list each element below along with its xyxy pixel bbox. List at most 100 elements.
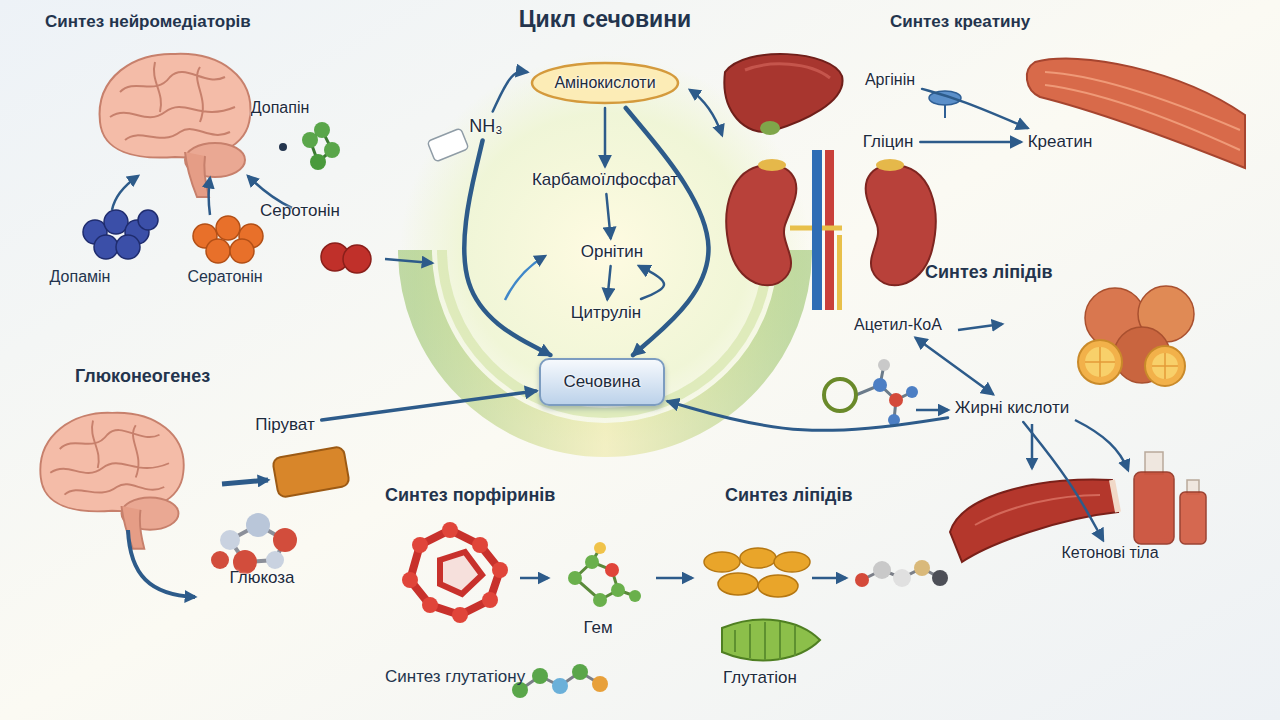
lipid-molecule — [888, 414, 900, 426]
serotonin-molecule — [193, 216, 263, 263]
bottle-illustration — [1145, 452, 1163, 474]
flow-arrow — [639, 266, 664, 299]
node-text: Глюкоза — [229, 568, 294, 588]
kidney-illustration — [790, 226, 842, 231]
section-heading: Синтез глутатіону — [385, 667, 525, 687]
lipid-droplets — [740, 548, 776, 568]
section-heading: Синтез креатину — [890, 12, 1030, 32]
metabolite-label: Глутатіон — [719, 667, 801, 689]
lipid-molecule — [878, 359, 890, 371]
heme-molecule — [594, 542, 606, 554]
node-text: NH₃ — [469, 116, 502, 137]
brain-illustration — [110, 62, 235, 140]
serotonin-molecule — [230, 239, 254, 263]
glucose-molecule — [273, 528, 297, 552]
porphyrin-molecule — [412, 537, 428, 553]
node-text: Цитрулін — [571, 303, 641, 323]
node-text: Глутатіон — [723, 668, 797, 688]
pyruvate-icon — [272, 446, 350, 498]
fruit-illustration — [1078, 286, 1194, 386]
node-text: Амінокислоти — [554, 74, 655, 92]
lipid-molecule — [906, 386, 918, 398]
kidney-illustration — [837, 235, 842, 310]
flow-arrow — [958, 324, 1002, 330]
enzyme-icon — [929, 91, 961, 105]
flow-arrow — [607, 266, 610, 299]
heme-molecule — [593, 593, 607, 607]
porphyrin-molecule — [402, 572, 418, 588]
node-text: Серотонін — [260, 201, 340, 221]
metabolite-label: Гліцин — [859, 131, 918, 153]
flow-arrow — [916, 338, 993, 394]
heme-molecule — [585, 555, 599, 569]
node-text: Кетонові тіла — [1061, 544, 1158, 562]
flow-arrow — [322, 391, 536, 420]
dopamine-icon — [314, 122, 330, 138]
brain-illustration — [50, 421, 169, 495]
dopamine-icon — [279, 143, 287, 151]
flow-arrow — [520, 577, 548, 580]
flow-arrow — [922, 89, 1027, 128]
flow-arrow — [812, 577, 846, 580]
heme-molecule — [629, 590, 641, 602]
heme-molecule — [605, 563, 619, 577]
flow-arrow — [920, 141, 1020, 144]
porphyrin-molecule — [402, 522, 508, 623]
flow-arrow — [112, 176, 138, 210]
glucose-molecule — [211, 551, 229, 569]
lipid-molecule — [873, 378, 887, 392]
metabolite-label: Піруват — [251, 414, 318, 436]
serotonin-icon — [343, 245, 371, 273]
flow-arrow — [128, 530, 195, 597]
metabolite-label: Карбамоїлфосфат — [528, 169, 682, 191]
flow-arrow — [464, 141, 550, 356]
porphyrin-molecule — [440, 552, 482, 594]
lipid-droplets — [718, 573, 758, 595]
metabolite-label: Кетонові тіла — [1057, 543, 1162, 563]
muscle-illustration — [1027, 59, 1245, 168]
oval-outline — [532, 63, 678, 103]
section-heading: Синтез ліпідів — [925, 262, 1053, 283]
glutathione-molecule — [592, 676, 608, 692]
glucose-molecule — [246, 513, 270, 537]
dopamine-molecule — [138, 210, 158, 230]
liver-illustration — [724, 54, 842, 132]
node-text: Ацетил-КоА — [854, 316, 942, 334]
kidney-illustration — [876, 159, 904, 171]
bottle-illustration — [1134, 472, 1174, 544]
heme-molecule — [611, 583, 625, 597]
lipid-molecule — [889, 393, 903, 407]
flow-arrow — [1031, 424, 1034, 468]
ball-stick-molecule — [893, 569, 911, 587]
flow-arrow — [493, 72, 527, 112]
brain-illustration — [185, 152, 209, 197]
metabolite-label: Аргінін — [861, 70, 919, 90]
lipid-molecule — [856, 365, 912, 420]
brain-illustration — [40, 413, 183, 512]
metabolite-label: NH₃ — [465, 115, 506, 138]
flow-arrow — [916, 409, 948, 412]
serotonin-molecule — [206, 239, 230, 263]
flow-arrow — [1075, 420, 1128, 470]
glucose-molecule — [220, 530, 240, 550]
glutathione-structure — [722, 619, 820, 660]
flow-arrow — [505, 256, 545, 300]
heme-molecule — [568, 542, 641, 607]
serotonin-icon — [321, 243, 371, 273]
flow-arrow — [112, 90, 1128, 597]
flow-arrow — [668, 401, 948, 430]
dopamine-icon — [324, 142, 340, 158]
node-text: Карбамоїлфосфат — [532, 170, 678, 190]
glutathione-structure — [735, 622, 795, 660]
lipid-droplets — [774, 552, 810, 572]
node-text: Аргінін — [865, 71, 915, 89]
flow-arrow — [690, 90, 722, 135]
liver-illustration — [760, 121, 780, 135]
metabolite-label: Гем — [579, 617, 616, 639]
node-text: Гліцин — [863, 132, 914, 152]
enzyme-icon — [944, 105, 946, 118]
lipid-droplets — [758, 575, 798, 597]
glutathione-molecule — [552, 678, 568, 694]
